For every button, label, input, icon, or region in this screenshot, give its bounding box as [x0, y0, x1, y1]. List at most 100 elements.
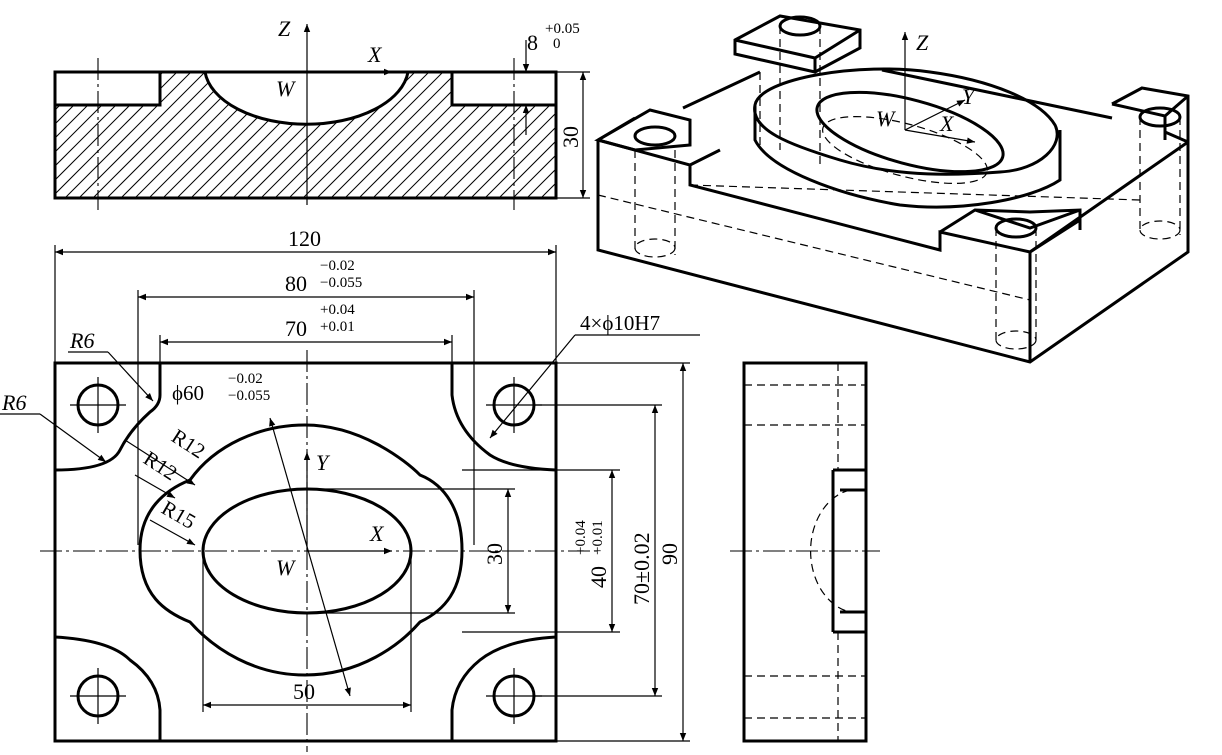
hatch-line [92, 72, 220, 198]
pocket-height-dim-lower: +0.01 [590, 520, 606, 555]
hatch-line [120, 72, 248, 198]
top-origin-label: W [276, 555, 296, 580]
depth-dim-value: 8 [527, 30, 538, 55]
section-hatching [0, 72, 821, 198]
radius-outer-2: R6 [1, 390, 26, 415]
hatch-line [470, 72, 556, 198]
hatch-line [681, 72, 807, 198]
pocket-width-dim-upper: +0.04 [320, 302, 355, 318]
hatch-line [386, 72, 514, 198]
iso-x-axis-arrow [904, 129, 976, 144]
hole-callout-text: 4×ϕ10H7 [580, 311, 660, 335]
r12-label-a: R12 [167, 424, 209, 463]
hatch-line [330, 72, 458, 198]
hatch-line [358, 72, 486, 198]
depth-dim-lower: 0 [553, 36, 561, 52]
hatch-line [442, 72, 556, 198]
hatch-line [55, 72, 80, 198]
pocket-outline [54, 363, 557, 741]
iso-hole-left-bottom-hidden [634, 238, 676, 258]
diameter-dim-value: ϕ60 [172, 381, 204, 405]
pocket-width-dim-lower: +0.01 [320, 319, 355, 335]
iso-hidden-edges [597, 26, 1181, 345]
hatch-line [428, 72, 556, 198]
side-hidden-lines [744, 363, 866, 741]
hatch-line [0, 72, 23, 198]
iso-back-left-boss [733, 14, 862, 74]
hatch-line [512, 72, 556, 198]
pocket-height-dim-value: 40 [586, 566, 611, 588]
ellipse-height-dim: 30 [482, 543, 507, 565]
hatch-line [0, 72, 51, 198]
pocket-height-dim-upper: +0.04 [573, 520, 589, 555]
hatch-line [162, 72, 290, 198]
iso-pocket-floor-hidden [822, 116, 988, 184]
iso-island-wall [753, 105, 1062, 209]
side-ellipse-hidden [810, 489, 851, 613]
hatch-line [695, 72, 821, 198]
radius-outer-1: R6 [69, 328, 94, 353]
hatch-line [316, 72, 444, 198]
hatch-line [55, 72, 150, 198]
hatch-line [232, 72, 360, 198]
hatch-line [639, 72, 765, 198]
diameter-dim-lower: −0.055 [228, 388, 270, 404]
diameter-leader [269, 417, 351, 697]
hatch-line [204, 72, 332, 198]
iso-left-boss [594, 108, 692, 152]
hatch-line [55, 72, 136, 198]
hatch-line [55, 72, 94, 198]
hole-pitch-dim: 70±0.02 [629, 532, 654, 605]
iso-hole-right [1138, 106, 1182, 128]
hatch-line [55, 72, 122, 198]
hatch-line [190, 72, 318, 198]
iso-hole-right-bottom-hidden [1139, 220, 1181, 240]
iso-island-top [753, 67, 1059, 176]
hatch-line [0, 72, 9, 198]
inner-width-dim-lower: −0.055 [320, 275, 362, 291]
r12-a-leader [124, 439, 196, 486]
side-outline [742, 361, 868, 743]
front-section-view: Z X W 8 +0.05 0 30 [0, 16, 821, 210]
iso-hole-left [633, 125, 677, 147]
top-view: Y X W 120 80 −0.02 −0.055 70 +0.04 +0.01… [0, 226, 700, 752]
r15-leader [149, 519, 196, 546]
axis-x-label: X [367, 42, 383, 67]
inner-width-dim-value: 80 [285, 271, 307, 296]
side-view [730, 361, 880, 743]
iso-block-outline [596, 140, 1190, 364]
hatch-line [134, 72, 262, 198]
iso-hole-front-bottom-hidden [995, 330, 1037, 350]
hole-callout-leader [489, 334, 576, 439]
hatch-line [288, 72, 416, 198]
overall-height-dim: 90 [657, 543, 682, 565]
iso-axis-y-label: Y [962, 84, 977, 109]
height-dim-value: 30 [558, 126, 583, 148]
hatch-line [106, 72, 234, 198]
hatch-line [55, 72, 178, 198]
hatch-line [484, 72, 556, 198]
axis-z-label: Z [278, 16, 291, 41]
iso-right-boss [1111, 86, 1190, 142]
section-outline [53, 70, 558, 200]
hatch-line [597, 72, 723, 198]
hatch-line [246, 72, 374, 198]
hatch-line [64, 72, 192, 198]
hatch-line [78, 72, 206, 198]
iso-axis-x-label: X [939, 111, 955, 136]
hatch-line [456, 72, 556, 198]
iso-front-boss [939, 208, 1082, 234]
width-dim-value: 120 [288, 226, 321, 251]
hatch-line [414, 72, 542, 198]
iso-back-top-rim [682, 68, 1189, 254]
iso-pocket-rim [815, 90, 1005, 174]
hatch-line [302, 72, 430, 198]
origin-label: W [276, 76, 296, 101]
hatch-line [344, 72, 472, 198]
diameter-dim-upper: −0.02 [228, 371, 263, 387]
hatch-line [400, 72, 528, 198]
hatch-line [625, 72, 751, 198]
hole-centermarks [70, 377, 542, 724]
r6-b-leader [39, 413, 107, 463]
iso-y-axis-arrow [904, 99, 966, 131]
